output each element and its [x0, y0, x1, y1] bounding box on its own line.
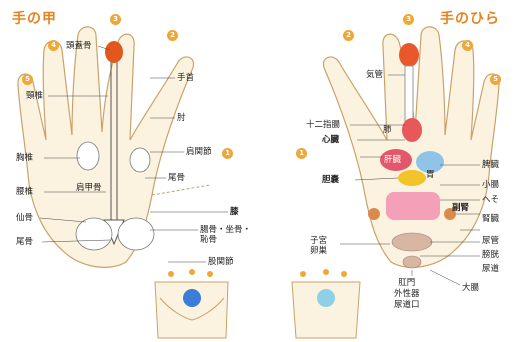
label-lungs: 肺	[383, 125, 392, 135]
label-adrenal: 副腎	[452, 203, 469, 213]
palm-title: 手のひら	[440, 8, 500, 28]
label-ureter: 尿管	[482, 236, 499, 246]
label-urethra: 尿道	[482, 264, 499, 274]
label-bladder: 膀胱	[482, 250, 499, 260]
label-uterus-ovary: 子宮 卵巣	[310, 236, 327, 256]
label-sacrum: 仙骨	[16, 213, 33, 223]
label-thoracic: 胸椎	[16, 153, 33, 163]
label-small-intestine: 小腸	[482, 180, 499, 190]
palm-badge-5: 5	[490, 74, 501, 85]
palm-badge-3: 3	[403, 14, 414, 25]
label-duodenum: 十二指腸	[306, 120, 340, 130]
back-figure	[155, 269, 228, 338]
label-hip-joint: 股関節	[208, 257, 234, 267]
palm-badge-2: 2	[343, 30, 354, 41]
back-title: 手の甲	[12, 8, 57, 28]
back-badge-4: 4	[48, 40, 59, 51]
label-hip-bones: 腸骨・坐骨・恥骨	[200, 225, 254, 245]
label-spleen: 脾臓	[482, 160, 499, 170]
palm-badge-4: 4	[462, 40, 473, 51]
palm-figure	[292, 269, 360, 338]
label-trachea: 気管	[366, 70, 383, 80]
label-kidney: 腎臓	[482, 214, 499, 224]
label-scapula: 肩甲骨	[76, 183, 102, 193]
label-lumbar: 腰椎	[16, 187, 33, 197]
label-navel: へそ	[482, 195, 499, 205]
label-liver: 肝臓	[384, 155, 401, 165]
label-shoulder: 肩関節	[186, 147, 212, 157]
back-badge-2: 2	[167, 30, 178, 41]
back-badge-1: 1	[222, 148, 233, 159]
palm-badge-1: 1	[296, 148, 307, 159]
back-badge-5: 5	[22, 74, 33, 85]
label-tailbone: 尾骨	[168, 173, 185, 183]
label-skull: 頭蓋骨	[66, 41, 92, 51]
label-knee: 膝	[230, 207, 239, 217]
label-coccyx: 尾骨	[16, 237, 33, 247]
label-elbow: 肘	[177, 113, 186, 123]
back-skull	[105, 41, 123, 63]
label-gallbladder: 胆嚢	[322, 175, 339, 185]
label-stomach: 胃	[426, 170, 435, 180]
label-heart: 心臓	[322, 135, 339, 145]
label-cervical: 頸椎	[26, 91, 43, 101]
label-anus-genitals: 肛門 外性器 尿道口	[394, 278, 420, 311]
label-wrist: 手首	[177, 73, 194, 83]
back-badge-3: 3	[110, 14, 121, 25]
label-large-intestine: 大腸	[462, 283, 479, 293]
